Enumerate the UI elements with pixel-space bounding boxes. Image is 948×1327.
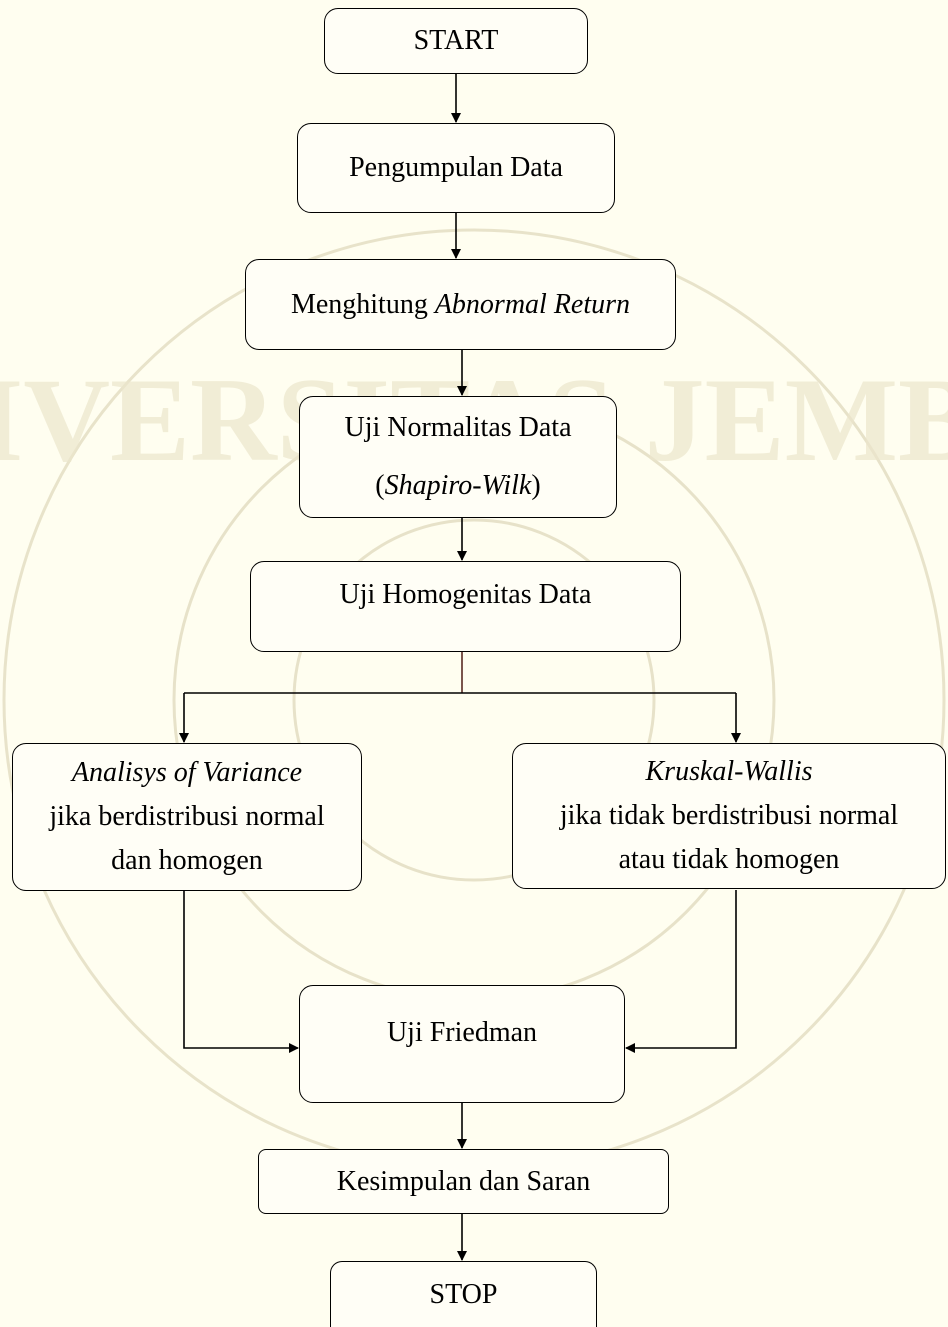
- node-kesimpulan-label: Kesimpulan dan Saran: [336, 1165, 591, 1197]
- node-kruskal-line1: Kruskal-Wallis: [645, 756, 813, 787]
- node-uji-homogenitas: Uji Homogenitas Data: [250, 561, 681, 652]
- node-stop-label: STOP: [429, 1278, 498, 1310]
- node-stop: STOP: [330, 1261, 597, 1327]
- node-anova-line2: jika berdistribusi normal: [49, 801, 325, 832]
- node-menghitung-label-b: Abnormal Return: [434, 288, 631, 320]
- node-kruskal-line2: jika tidak berdistribusi normal: [559, 800, 899, 831]
- node-homogenitas-label: Uji Homogenitas Data: [339, 579, 592, 610]
- node-uji-normalitas: Uji Normalitas Data (Shapiro-Wilk): [299, 396, 617, 518]
- node-pengumpulan-data: Pengumpulan Data: [297, 123, 615, 213]
- node-menghitung-label: Menghitung Abnormal Return: [291, 284, 630, 326]
- node-uji-friedman: Uji Friedman: [299, 985, 625, 1103]
- arrow-kruskal-to-friedman: [625, 890, 737, 1053]
- node-normalitas-line2: (Shapiro-Wilk): [375, 457, 540, 515]
- node-normalitas-open: (: [375, 470, 385, 501]
- node-pengumpulan-label: Pengumpulan Data: [349, 152, 563, 183]
- node-menghitung-label-a: Menghitung: [290, 288, 435, 320]
- node-kesimpulan-dan-saran: Kesimpulan dan Saran: [258, 1149, 669, 1214]
- arrow-anova-to-friedman: [183, 890, 299, 1053]
- node-menghitung-abnormal-return: Menghitung Abnormal Return: [245, 259, 676, 350]
- node-normalitas-close: ): [531, 470, 541, 501]
- node-start: START: [324, 8, 588, 74]
- node-normalitas-italic: Shapiro-Wilk: [384, 470, 532, 501]
- node-start-label: START: [413, 25, 499, 56]
- node-friedman-label: Uji Friedman: [386, 1017, 538, 1048]
- node-analysis-of-variance: Analisys of Variance jika berdistribusi …: [12, 743, 362, 891]
- node-kruskal-line3: atau tidak homogen: [618, 844, 840, 875]
- node-anova-line1: Analisys of Variance: [71, 757, 303, 788]
- node-anova-line3: dan homogen: [111, 845, 263, 876]
- node-normalitas-line1: Uji Normalitas Data: [344, 412, 572, 443]
- node-kruskal-wallis: Kruskal-Wallis jika tidak berdistribusi …: [512, 743, 946, 889]
